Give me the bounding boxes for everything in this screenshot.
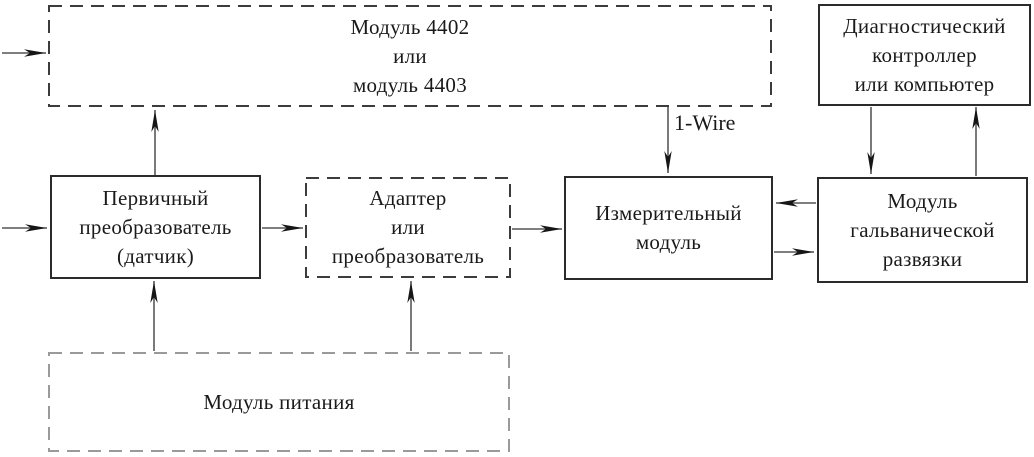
block-label-line: или	[393, 43, 427, 68]
block-label-line: преобразователь	[79, 214, 232, 239]
block-diagnostic-controller: Диагностический контроллер или компьютер	[818, 4, 1031, 106]
one-wire-label: 1-Wire	[674, 110, 736, 135]
block-label-line: контроллер	[872, 42, 977, 67]
block-primary-transducer: Первичный преобразователь (датчик)	[50, 175, 261, 279]
block-label-line: Модуль питания	[203, 389, 355, 414]
block-adapter: Адаптер или преобразователь	[305, 177, 511, 278]
block-label-line: модуль	[635, 230, 702, 254]
adapter-outline	[305, 177, 511, 278]
module-4402-outline	[48, 5, 772, 107]
block-module-4402-4403: Модуль 4402 или модуль 4403	[48, 5, 772, 107]
block-label-line: или	[391, 215, 425, 239]
block-label-line: преобразователь	[331, 244, 485, 268]
block-label-line: развязки	[882, 246, 963, 271]
block-label-line: гальванической	[850, 217, 995, 242]
block-measuring-module: Измерительный модуль	[564, 176, 773, 280]
block-power-module: Модуль питания	[48, 352, 510, 452]
block-label-line: Модуль 4402	[350, 14, 470, 39]
block-label-line: Первичный	[102, 185, 209, 210]
block-label-line: Диагностический	[843, 13, 1006, 38]
block-label-line: (датчик)	[116, 243, 195, 268]
block-label-line: Измерительный	[595, 201, 742, 225]
block-galvanic-isolation: Модуль гальванической развязки	[817, 177, 1028, 283]
block-label-line: Модуль	[887, 188, 958, 213]
block-label-line: модуль 4403	[352, 72, 468, 97]
block-label-line: или компьютер	[854, 71, 995, 96]
power-module-outline	[48, 352, 510, 452]
block-label-line: Адаптер	[369, 186, 447, 210]
